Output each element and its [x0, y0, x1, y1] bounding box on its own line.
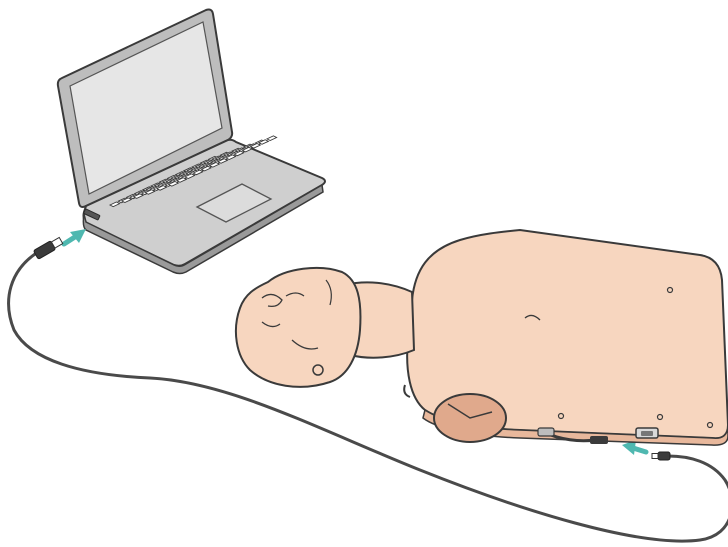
cable-connector-icon	[652, 452, 670, 460]
manikin-usb-port-icon	[636, 428, 658, 438]
laptop-icon	[58, 10, 325, 274]
cpr-manikin-torso	[236, 230, 728, 445]
usb-plug-icon	[33, 236, 63, 259]
keyboard-key	[267, 136, 277, 141]
arrow-to-laptop-icon	[64, 229, 86, 244]
manikin-head	[236, 268, 361, 387]
